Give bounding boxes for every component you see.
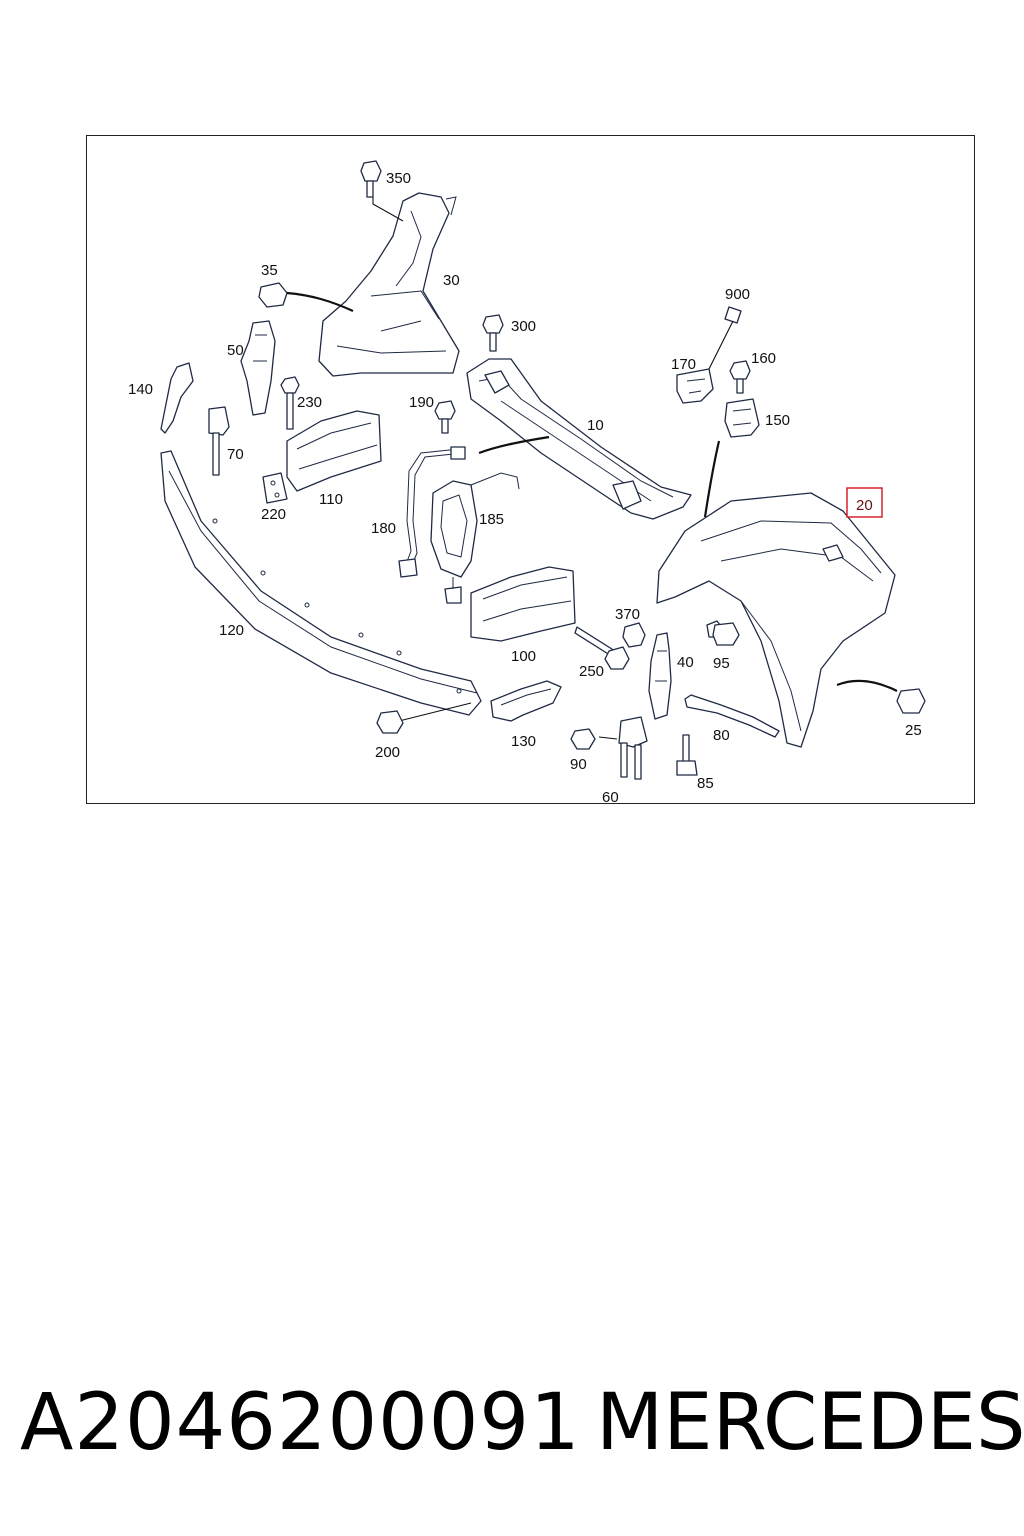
callout-900: 900: [725, 286, 750, 303]
callout-70: 70: [227, 446, 244, 463]
bolt-250: [574, 626, 630, 670]
part-number: A2046200091: [20, 1378, 581, 1468]
callout-60: 60: [602, 789, 619, 802]
part-120-beam: [160, 450, 482, 716]
callout-250: 250: [579, 663, 604, 680]
bolt-200: [376, 702, 472, 734]
callout-200: 200: [375, 744, 400, 761]
part-60-stud: [618, 716, 648, 780]
callout-90: 90: [570, 756, 587, 773]
part-80-bracket: [684, 694, 780, 738]
callout-80: 80: [713, 727, 730, 744]
bolt-190: [434, 400, 456, 434]
callout-20-highlight[interactable]: 20: [846, 487, 883, 518]
callout-130: 130: [511, 733, 536, 750]
callout-300: 300: [511, 318, 536, 335]
callout-100: 100: [511, 648, 536, 665]
callout-30: 30: [443, 272, 460, 289]
callout-120: 120: [219, 622, 244, 639]
callout-180: 180: [371, 520, 396, 537]
part-caption: A2046200091 MERCEDES: [0, 1368, 1024, 1478]
bolt-350: [360, 160, 404, 222]
part-170-clip: [676, 368, 714, 404]
callout-25: 25: [905, 722, 922, 739]
bolt-95: [706, 620, 740, 646]
part-110-bracket: [286, 410, 382, 492]
callout-35: 35: [261, 262, 278, 279]
callout-230: 230: [297, 394, 322, 411]
bolt-300: [482, 314, 504, 352]
callout-160: 160: [751, 350, 776, 367]
callout-350: 350: [386, 170, 411, 187]
exploded-parts-diagram: 350 35 30 300 900 50 170 160 140 230 190…: [128, 160, 926, 802]
callout-185: 185: [479, 511, 504, 528]
part-185-bracket: [430, 472, 520, 604]
clip-35: [258, 282, 354, 313]
callout-150: 150: [765, 412, 790, 429]
callout-40: 40: [677, 654, 694, 671]
bolt-85: [676, 734, 698, 776]
callout-110: 110: [319, 491, 343, 508]
bolt-370: [622, 622, 646, 648]
brand-name: MERCEDES: [596, 1378, 1024, 1468]
callout-10: 10: [587, 417, 604, 434]
part-140-bracket: [160, 362, 194, 434]
bolt-230: [280, 376, 300, 430]
callout-190: 190: [409, 394, 434, 411]
diagram-frame: 350 35 30 300 900 50 170 160 140 230 190…: [86, 135, 975, 804]
clip-25: [896, 688, 926, 714]
part-40-bracket: [648, 632, 672, 720]
part-100-bracket: [470, 566, 576, 642]
callout-220: 220: [261, 506, 286, 523]
part-50-bracket: [240, 320, 276, 416]
bolt-70: [208, 406, 230, 476]
arrow-to-10: [478, 435, 550, 455]
part-20-support: [656, 492, 898, 748]
callout-370: 370: [615, 606, 640, 623]
part-180-bracket: [398, 446, 466, 578]
callout-85: 85: [697, 775, 714, 792]
bolt-160: [729, 360, 751, 394]
callout-140: 140: [128, 381, 153, 398]
part-130-bracket: [490, 680, 562, 722]
part-10-crossmember: [466, 358, 692, 520]
callout-170: 170: [671, 356, 696, 373]
callout-50: 50: [227, 342, 244, 359]
callout-95: 95: [713, 655, 730, 672]
bolt-90: [570, 728, 618, 750]
part-150-clip: [703, 398, 760, 518]
part-30-bracket: [318, 192, 460, 377]
part-900-tag: [706, 306, 742, 374]
callout-20: 20: [856, 497, 873, 514]
part-220-plate: [262, 472, 288, 504]
